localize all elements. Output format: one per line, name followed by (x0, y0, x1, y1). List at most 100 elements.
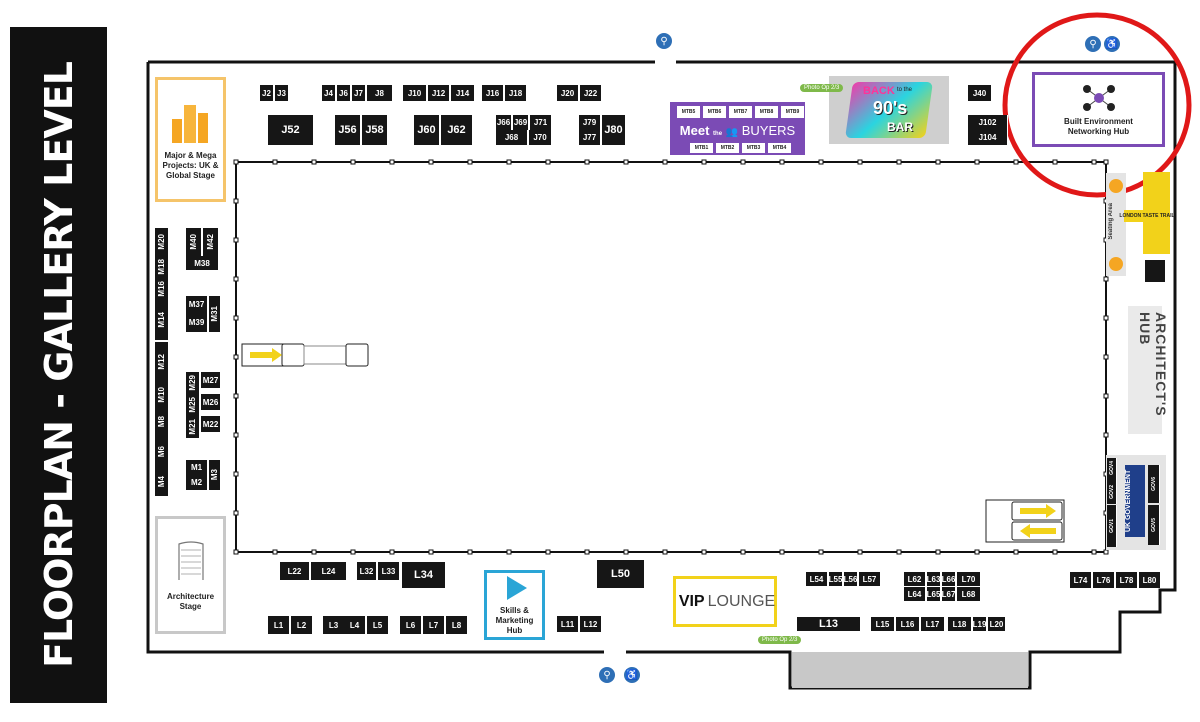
booth-l64[interactable]: L64 (904, 587, 926, 601)
booth-m20[interactable]: M20 (155, 228, 169, 256)
booth-j70[interactable]: J70 (529, 130, 552, 145)
booth-j10[interactable]: J10 (403, 85, 427, 101)
booth-l5[interactable]: L5 (367, 616, 389, 634)
booth-j62[interactable]: J62 (441, 115, 473, 145)
booth-l66[interactable]: L66 (942, 572, 956, 586)
booth-m12[interactable]: M12 (155, 342, 169, 382)
booth-m37[interactable]: M37 (186, 296, 208, 312)
booth-l67[interactable]: L67 (942, 587, 956, 601)
booth-l57[interactable]: L57 (859, 572, 881, 586)
booth-gov5[interactable]: GOV5 (1148, 505, 1160, 545)
built-environment-networking-hub[interactable]: Built Environment Networking Hub (1032, 72, 1165, 147)
booth-mtb7[interactable]: MTB7 (728, 105, 753, 119)
booth-l19[interactable]: L19 (973, 617, 987, 631)
booth-j6[interactable]: J6 (337, 85, 351, 101)
booth-m27[interactable]: M27 (201, 372, 221, 388)
booth-l3[interactable]: L3 (323, 616, 345, 634)
booth-l68[interactable]: L68 (957, 587, 981, 601)
major-mega-projects-stage[interactable]: Major & Mega Projects: UK & Global Stage (155, 77, 226, 202)
skills-marketing-hub[interactable]: Skills & Marketing Hub (484, 570, 545, 640)
booth-l6[interactable]: L6 (400, 616, 422, 634)
booth-l55[interactable]: L55 (829, 572, 843, 586)
booth-j8[interactable]: J8 (367, 85, 393, 101)
booth-gov1[interactable]: GOV1 (1107, 505, 1117, 547)
booth-m25[interactable]: M25 (186, 394, 200, 416)
booth-l1[interactable]: L1 (268, 616, 290, 634)
booth-m2[interactable]: M2 (186, 474, 208, 490)
booth-m31[interactable]: M31 (209, 296, 221, 332)
booth-j3[interactable]: J3 (275, 85, 289, 101)
booth-l54[interactable]: L54 (806, 572, 828, 586)
booth-m4[interactable]: M4 (155, 468, 169, 496)
booth-j66[interactable]: J66 (496, 115, 512, 130)
booth-l62[interactable]: L62 (904, 572, 926, 586)
booth-mtb5[interactable]: MTB5 (676, 105, 701, 119)
booth-j4[interactable]: J4 (322, 85, 336, 101)
booth-l13[interactable]: L13 (797, 617, 861, 631)
vip-lounge[interactable]: VIP LOUNGE (673, 576, 777, 627)
booth-m10[interactable]: M10 (155, 382, 169, 408)
booth-l65[interactable]: L65 (927, 587, 941, 601)
booth-l76[interactable]: L76 (1093, 572, 1115, 588)
booth-l34[interactable]: L34 (402, 562, 446, 588)
booth-j2[interactable]: J2 (260, 85, 274, 101)
architects-hub[interactable]: ARCHITECT'S HUB (1128, 306, 1169, 434)
booth-m26[interactable]: M26 (201, 394, 221, 410)
booth-l4[interactable]: L4 (344, 616, 366, 634)
booth-gov6[interactable]: GOV6 (1148, 465, 1160, 503)
booth-m14[interactable]: M14 (155, 300, 169, 340)
booth-mtb6[interactable]: MTB6 (702, 105, 727, 119)
booth-j60[interactable]: J60 (414, 115, 440, 145)
architecture-stage[interactable]: Architecture Stage (155, 516, 226, 634)
booth-j69[interactable]: J69 (513, 115, 529, 130)
booth-j104[interactable]: J104 (968, 130, 1008, 145)
booth-j58[interactable]: J58 (362, 115, 388, 145)
booth-j68[interactable]: J68 (496, 130, 528, 145)
booth-j80[interactable]: J80 (602, 115, 626, 145)
booth-j52[interactable]: J52 (268, 115, 314, 145)
booth-l80[interactable]: L80 (1139, 572, 1161, 588)
booth-j102[interactable]: J102 (968, 115, 1008, 130)
booth-l2[interactable]: L2 (291, 616, 313, 634)
booth-l8[interactable]: L8 (446, 616, 468, 634)
booth-mtb1[interactable]: MTB1 (689, 142, 714, 154)
booth-l12[interactable]: L12 (580, 616, 602, 632)
booth-j56[interactable]: J56 (335, 115, 361, 145)
booth-m6[interactable]: M6 (155, 436, 169, 468)
booth-l50[interactable]: L50 (597, 560, 645, 588)
booth-l74[interactable]: L74 (1070, 572, 1092, 588)
booth-l22[interactable]: L22 (280, 562, 310, 580)
booth-l20[interactable]: L20 (988, 617, 1006, 631)
booth-mtb4[interactable]: MTB4 (767, 142, 792, 154)
booth-m40[interactable]: M40 (186, 228, 202, 256)
booth-j7[interactable]: J7 (352, 85, 366, 101)
booth-m3[interactable]: M3 (209, 460, 221, 490)
booth-mtb8[interactable]: MTB8 (754, 105, 779, 119)
booth-m1[interactable]: M1 (186, 460, 208, 474)
booth-gov4[interactable]: GOV4 (1107, 458, 1117, 478)
booth-j20[interactable]: J20 (557, 85, 579, 101)
booth-m29[interactable]: M29 (186, 372, 200, 394)
booth-l15[interactable]: L15 (871, 617, 895, 631)
booth-l78[interactable]: L78 (1116, 572, 1138, 588)
booth-m39[interactable]: M39 (186, 312, 208, 332)
booth-mtb2[interactable]: MTB2 (715, 142, 740, 154)
booth-j22[interactable]: J22 (580, 85, 602, 101)
booth-j77[interactable]: J77 (579, 130, 601, 145)
booth-l7[interactable]: L7 (423, 616, 445, 634)
booth-m8[interactable]: M8 (155, 408, 169, 436)
booth-m42[interactable]: M42 (203, 228, 219, 256)
booth-m38[interactable]: M38 (186, 256, 219, 270)
booth-l11[interactable]: L11 (557, 616, 579, 632)
booth-l33[interactable]: L33 (378, 562, 400, 580)
booth-l17[interactable]: L17 (921, 617, 945, 631)
booth-j12[interactable]: J12 (428, 85, 450, 101)
booth-j40[interactable]: J40 (968, 85, 992, 101)
booth-l24[interactable]: L24 (311, 562, 347, 580)
booth-mtb3[interactable]: MTB3 (741, 142, 766, 154)
booth-m18[interactable]: M18 (155, 256, 169, 278)
booth-mtb9[interactable]: MTB9 (780, 105, 805, 119)
booth-l16[interactable]: L16 (896, 617, 920, 631)
booth-m22[interactable]: M22 (201, 416, 221, 432)
booth-l56[interactable]: L56 (844, 572, 858, 586)
